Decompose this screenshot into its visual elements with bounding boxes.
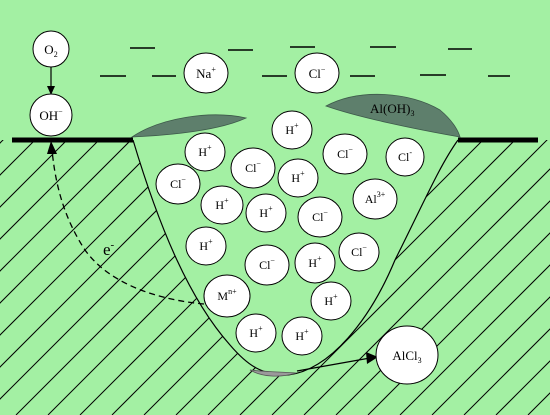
pit-ion: Cl−: [338, 232, 380, 272]
pit-ion-label: H+: [291, 169, 305, 185]
pit-ion-label: Cl−: [259, 256, 275, 272]
pit-ion-label: Cl−: [170, 175, 186, 191]
pit-ion-label: Al3+: [365, 190, 386, 206]
hatch-line: [399, 140, 550, 415]
pit-ion: Cl−: [155, 163, 201, 205]
na-ion-circle: [183, 52, 229, 94]
pit-ion: H+: [184, 132, 226, 172]
pit-ion: H+: [185, 226, 227, 266]
hatch-line: [463, 140, 550, 415]
pit-ion-label: H+: [308, 254, 322, 270]
pit-ion: H+: [271, 110, 313, 150]
pit-ion-label: H+: [198, 143, 212, 159]
pit-ion-label: H+: [215, 196, 229, 212]
pit-ion: Cl−: [322, 133, 368, 175]
pit-ion-circle: [294, 242, 336, 284]
deposit-left: [130, 114, 248, 138]
hatch-line: [0, 140, 219, 415]
pit-ion-label: Cl-: [398, 148, 412, 164]
pit-ion: H+: [281, 316, 323, 356]
pit-ion: Cl−: [244, 244, 290, 286]
pit-ion-label: H+: [199, 237, 213, 253]
pit-ion-label: H+: [285, 121, 299, 137]
pit-ion-circle: [185, 226, 227, 266]
pit-ion-circle: [271, 110, 313, 150]
pit-ion: Mn+: [203, 274, 251, 318]
electron-label: e-: [103, 239, 115, 259]
pit-ion: H+: [277, 158, 319, 198]
pit-ion-label: H+: [324, 292, 338, 308]
pit-ion-circle: [155, 163, 201, 205]
cl-ion-bulk-label: Cl−: [309, 65, 326, 81]
pit-ion: Al3+: [352, 178, 398, 220]
pit-ion: Cl−: [230, 147, 276, 189]
o2-to-oh-arrowhead: [47, 86, 55, 95]
electron-path: [51, 149, 205, 305]
pit-ion-label: Cl−: [351, 243, 367, 259]
alcl3-arrowhead: [366, 352, 378, 364]
electron-arrowhead: [47, 141, 57, 154]
pit-ion: Cl−: [297, 196, 343, 238]
cl-ion-bulk-circle: [294, 52, 340, 94]
alcl3-arrow: [296, 357, 371, 372]
hatch-line: [0, 140, 315, 415]
pit-ion-label: H+: [249, 324, 263, 340]
alcl3-circle: [375, 325, 439, 385]
oh-label: OH−: [39, 107, 63, 123]
pit-ion-circle: [352, 178, 398, 220]
hatch-line: [0, 140, 187, 415]
pit-ion-label: Mn+: [217, 287, 237, 303]
pit-ion-circle: [310, 281, 352, 321]
oh-circle: [29, 93, 73, 137]
pit-ion-label: H+: [259, 204, 273, 220]
alcl3-label: AlCl3: [392, 348, 421, 365]
aloh3-label: Al(OH)3: [370, 101, 414, 118]
pit-ion: H+: [200, 185, 244, 225]
o2-label: O2: [44, 42, 57, 59]
pit-ion-circle: [244, 244, 290, 286]
pit-ion-label: Cl−: [245, 159, 261, 175]
pit-ion-circle: [184, 132, 226, 172]
pit-ion: H+: [245, 193, 287, 233]
pit-ion-circle: [203, 274, 251, 318]
pit-ion-label: Cl−: [337, 145, 353, 161]
pit-ion-circle: [385, 137, 425, 177]
pit-ion-circle: [281, 316, 323, 356]
pit-ion-circle: [297, 196, 343, 238]
pit-ion-circle: [277, 158, 319, 198]
pit-ion: H+: [310, 281, 352, 321]
hatch-line: [0, 140, 283, 415]
na-ion-label: Na+: [196, 65, 216, 81]
pit-ion-circle: [200, 185, 244, 225]
pit-ion-circle: [322, 133, 368, 175]
pit-ion-label: H+: [295, 327, 309, 343]
pit-ion-circle: [235, 313, 277, 353]
pit-ion: Cl-: [385, 137, 425, 177]
deposit-right: [325, 93, 461, 138]
pit-ion-circle: [230, 147, 276, 189]
hatch-line: [431, 140, 550, 415]
deposit-bottom: [249, 369, 297, 377]
charge-dashes: [100, 46, 510, 77]
pit-ion-circle: [245, 193, 287, 233]
pit-ion: H+: [294, 242, 336, 284]
pit-ions: H+ H+ Cl− Cl− Cl- Cl− H+ H+ H+ Cl− Al3+ H+ Cl− H+ Cl− M…: [155, 110, 425, 356]
pit-ion-label: Cl−: [312, 208, 328, 224]
pit-ion: H+: [235, 313, 277, 353]
pit-ion-circle: [338, 232, 380, 272]
hatch-line: [271, 140, 550, 415]
